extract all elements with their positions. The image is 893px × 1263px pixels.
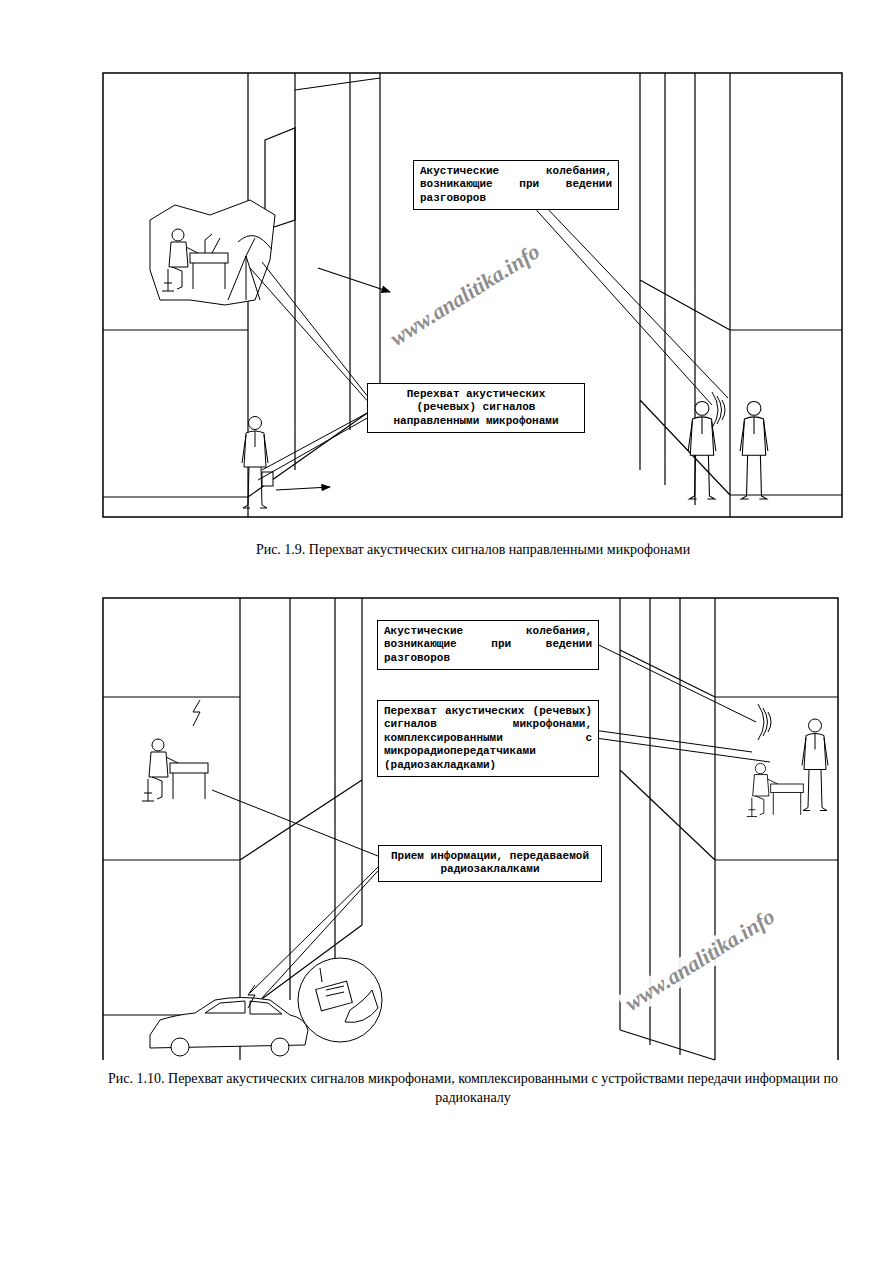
receiver-inset xyxy=(298,958,382,1042)
sound-waves xyxy=(712,392,725,428)
figure-caption: Рис. 1.9. Перехват акустических сигналов… xyxy=(103,541,843,560)
leader-line xyxy=(599,739,770,762)
figure-frame xyxy=(103,598,838,1060)
callout-box: Акустические колебания, возникающие при … xyxy=(413,160,619,210)
leader-line xyxy=(537,210,712,405)
operator-at-desk xyxy=(162,229,228,291)
speakers xyxy=(740,401,768,499)
operator-at-desk xyxy=(205,234,220,253)
watermark: www.analitika.info xyxy=(617,901,783,1018)
broken-wall xyxy=(150,200,275,305)
leader-line xyxy=(262,262,367,396)
callout-text: Прием информации, передаваемой радиозакл… xyxy=(385,850,595,877)
leader-line xyxy=(258,418,367,480)
directional-microphone xyxy=(228,238,260,300)
buildings xyxy=(103,598,838,1060)
operator-at-desk xyxy=(162,229,228,291)
figure-frame xyxy=(103,73,842,517)
direction-arrow xyxy=(318,268,390,292)
speakers xyxy=(688,401,768,499)
receiver-inset xyxy=(298,958,382,1042)
receiver-inset xyxy=(316,981,353,1011)
leader-line xyxy=(250,867,378,993)
directional-microphone xyxy=(228,236,272,300)
callout-box: Акустические колебания, возникающие при … xyxy=(377,620,599,670)
buildings xyxy=(103,73,842,517)
callout-box: Перехват акустических (речевых) сигналов… xyxy=(377,700,599,777)
callout-text: Перехват акустических (речевых) сигналов… xyxy=(384,705,592,772)
operator-at-desk xyxy=(193,700,200,726)
car xyxy=(205,1001,282,1014)
car xyxy=(150,985,308,1056)
man-with-briefcase xyxy=(242,417,268,509)
figure-caption: Рис. 1.10. Перехват акустических сигнало… xyxy=(103,1070,843,1108)
callout-box: Перехват акустических (речевых) сигналов… xyxy=(367,383,585,433)
receiver-inset xyxy=(320,968,344,996)
leader-line xyxy=(549,210,728,398)
buildings xyxy=(103,73,380,517)
speakers xyxy=(688,401,716,499)
callout-text: Акустические колебания, возникающие при … xyxy=(384,625,592,665)
sound-waves xyxy=(758,704,771,740)
sound-waves xyxy=(758,704,771,740)
man-with-briefcase xyxy=(242,417,273,509)
directional-microphone xyxy=(238,236,272,250)
car xyxy=(171,1038,189,1056)
callout-text: Перехват акустических (речевых) сигналов… xyxy=(374,388,578,428)
buildings xyxy=(103,598,362,1060)
figure-frame xyxy=(103,598,838,1060)
speakers xyxy=(747,763,804,816)
operator-at-desk xyxy=(142,739,208,801)
leader-line xyxy=(599,645,756,722)
callout-text: Акустические колебания, возникающие при … xyxy=(420,165,612,205)
speakers xyxy=(747,719,828,817)
buildings xyxy=(640,73,842,517)
receiver-inset xyxy=(345,990,378,1022)
broken-wall xyxy=(150,200,275,305)
direction-arrow xyxy=(276,487,330,490)
leader-line xyxy=(262,871,378,998)
leader-line xyxy=(262,413,367,470)
watermark: www.analitika.info xyxy=(382,236,548,353)
speakers xyxy=(802,719,828,811)
leader-line xyxy=(250,268,367,401)
callout-box: Прием информации, передаваемой радиозакл… xyxy=(378,845,602,882)
car xyxy=(271,1038,289,1056)
figure-frame xyxy=(103,73,842,517)
operator-at-desk xyxy=(142,700,208,801)
sound-waves xyxy=(712,392,725,428)
leader-line xyxy=(212,790,378,856)
